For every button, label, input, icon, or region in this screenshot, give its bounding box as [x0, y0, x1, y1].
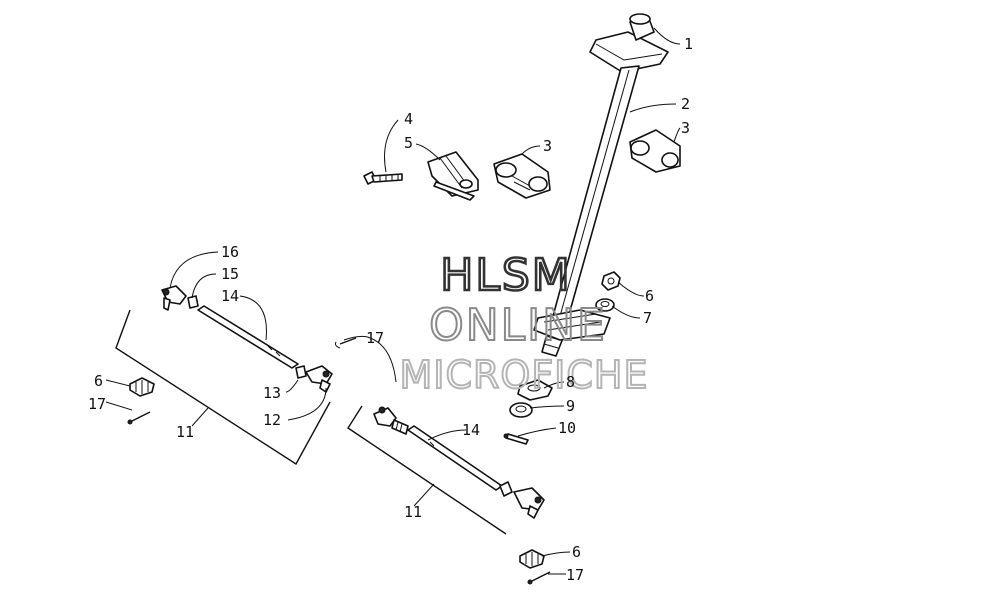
watermark-line-2: ONLINE	[429, 300, 607, 351]
watermark-line-3: MICROFICHE	[399, 353, 648, 397]
callout-6-left: 6	[94, 372, 103, 390]
callout-3-right: 3	[681, 119, 690, 137]
bearing-cap-left	[493, 153, 551, 199]
callout-14-left: 14	[221, 287, 239, 305]
callout-1: 1	[684, 35, 693, 53]
callout-12: 12	[263, 411, 281, 429]
leader-lines	[105, 27, 681, 575]
tie-rod-right	[347, 405, 545, 535]
cotter-pin-mid	[335, 337, 357, 349]
nut-upper	[601, 271, 621, 291]
callout-6-upper: 6	[645, 287, 654, 305]
callout-3-left: 3	[543, 137, 552, 155]
callout-10: 10	[558, 419, 576, 437]
callout-6-right: 6	[572, 543, 581, 561]
callout-11-right: 11	[404, 503, 422, 521]
callouts: 1 2 3 3 4 5 6 7 8 9 10 16 15 14 17 13 12…	[88, 35, 693, 584]
washer-lower	[509, 402, 533, 418]
callout-11-left: 11	[176, 423, 194, 441]
cotter-pin-left	[127, 411, 151, 425]
cotter-bolt	[503, 433, 529, 445]
tie-rod-left	[115, 285, 333, 465]
lower-bearing-block	[533, 309, 611, 341]
cotter-pin-right	[527, 571, 551, 585]
callout-13: 13	[263, 384, 281, 402]
callout-17-right: 17	[566, 566, 584, 584]
castle-nut-left	[129, 377, 155, 397]
callout-9: 9	[566, 397, 575, 415]
washer-upper	[595, 298, 615, 312]
castle-nut-right	[519, 549, 545, 569]
callout-5: 5	[404, 134, 413, 152]
watermark: HLSM ONLINE MICROFICHE	[398, 249, 648, 398]
callout-7: 7	[643, 309, 652, 327]
callout-17-mid: 17	[366, 329, 384, 347]
callout-4: 4	[404, 110, 413, 128]
callout-17-left: 17	[88, 395, 106, 413]
callout-16: 16	[221, 243, 239, 261]
bracket-plate	[427, 151, 479, 201]
bushing	[517, 379, 553, 401]
callout-15: 15	[221, 265, 239, 283]
bearing-cap-right	[629, 129, 681, 173]
watermark-line-1: HLSM	[440, 250, 572, 301]
callout-2: 2	[681, 95, 690, 113]
callout-14-right: 14	[462, 421, 480, 439]
callout-8: 8	[566, 373, 575, 391]
bracket-bolt	[363, 171, 403, 185]
